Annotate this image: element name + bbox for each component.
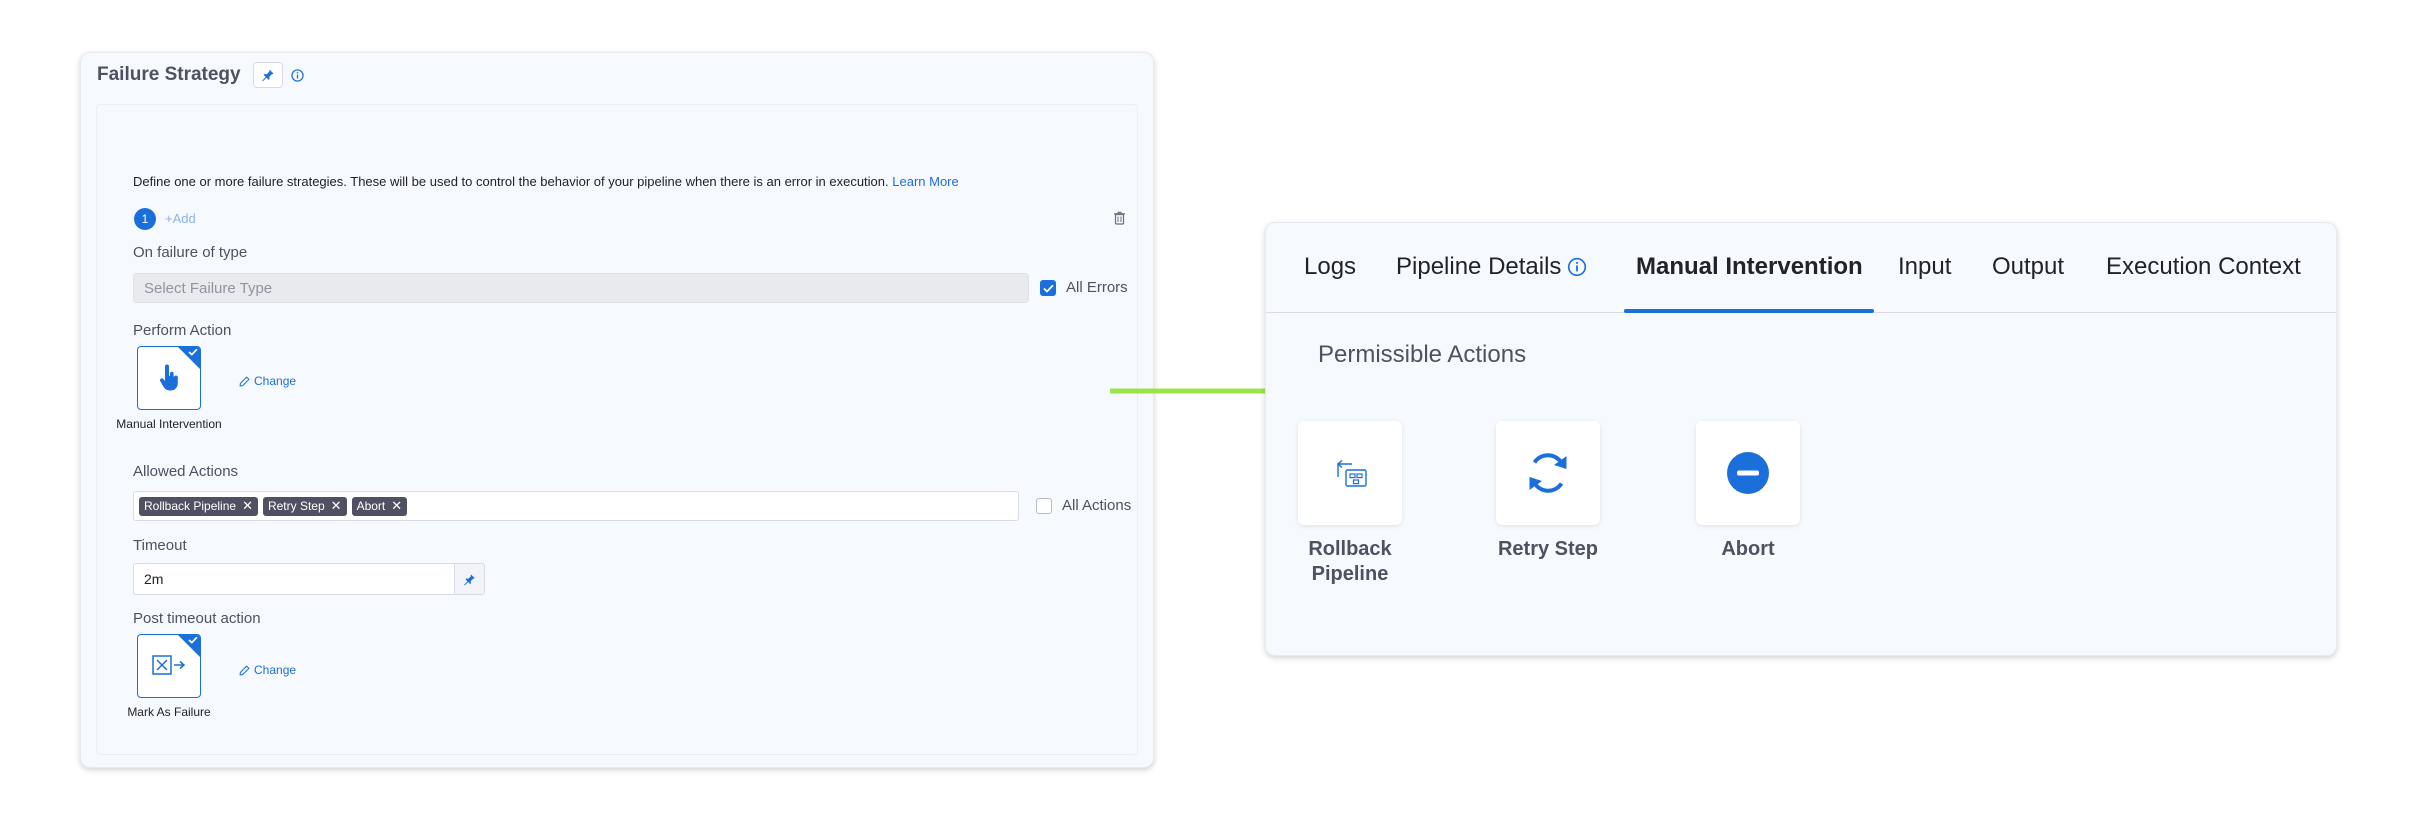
failure-strategy-title: Failure Strategy [97,64,241,85]
mark-as-failure-tile[interactable] [137,634,201,698]
tab-output[interactable]: Output [1992,253,2065,280]
remove-tag-icon[interactable]: ✕ [242,498,253,513]
check-icon [188,636,198,644]
info-icon[interactable] [1567,257,1587,277]
change-label: Change [254,663,297,677]
timeout-pin-button[interactable] [455,563,485,595]
add-strategy-link[interactable]: +Add [165,211,196,226]
timeout-label: Timeout [133,537,187,554]
failure-strategy-description: Define one or more failure strategies. T… [133,174,959,189]
failure-type-select[interactable]: Select Failure Type [133,273,1029,303]
permissible-actions-title: Permissible Actions [1318,341,1527,368]
post-timeout-caption: Mark As Failure [127,705,211,719]
on-failure-label: On failure of type [133,244,248,261]
action-tag[interactable]: Retry Step✕ [262,496,347,516]
remove-tag-icon[interactable]: ✕ [391,498,403,513]
timeout-value: 2m [144,571,164,587]
failure-strategy-panel: Failure Strategy Define one or more fail… [80,52,1154,768]
mark-failure-icon [152,655,186,675]
rollback-icon [1336,459,1367,487]
change-action-link[interactable]: Change [239,374,296,388]
description-text: Define one or more failure strategies. T… [133,174,889,189]
failure-type-placeholder: Select Failure Type [144,279,273,297]
abort-label: Abort [1721,538,1775,560]
strategy-step-badge[interactable]: 1 [134,208,156,230]
trash-icon[interactable] [1113,211,1126,230]
tab-execution-context[interactable]: Execution Context [2106,253,2301,280]
post-timeout-label: Post timeout action [133,610,261,627]
retry-step-action[interactable] [1496,421,1600,525]
remove-tag-icon[interactable]: ✕ [330,498,342,513]
learn-more-link[interactable]: Learn More [892,174,959,189]
tab-input[interactable]: Input [1898,253,1952,280]
perform-action-label: Perform Action [133,322,232,339]
all-errors-label: All Errors [1066,279,1128,296]
failure-strategy-card: Define one or more failure strategies. T… [96,104,1138,755]
allowed-actions-input[interactable]: Rollback Pipeline✕ Retry Step✕ Abort✕ [133,491,1019,521]
tab-manual-intervention[interactable]: Manual Intervention [1636,253,1863,280]
timeout-input[interactable]: 2m [133,563,455,595]
active-tab-indicator [1624,309,1874,313]
execution-details-panel: Logs Pipeline Details Manual Interventio… [1265,222,2337,656]
change-post-timeout-link[interactable]: Change [239,663,296,677]
abort-action[interactable] [1696,421,1800,525]
hand-pointer-icon [160,364,178,391]
all-actions-label: All Actions [1062,497,1132,514]
retry-icon [1529,453,1567,493]
all-errors-checkbox[interactable] [1040,280,1056,296]
allowed-actions-label: Allowed Actions [133,463,239,480]
action-tag[interactable]: Abort✕ [351,496,408,516]
abort-icon [1727,452,1769,494]
action-tag[interactable]: Rollback Pipeline✕ [139,496,258,516]
pencil-icon [239,375,250,386]
check-icon [188,348,198,356]
execution-tabs: Logs Pipeline Details Manual Interventio… [1266,223,2336,313]
tab-logs[interactable]: Logs [1304,253,1357,280]
all-actions-checkbox[interactable] [1036,498,1052,514]
info-icon[interactable] [290,68,304,82]
rollback-pipeline-action[interactable] [1298,421,1402,525]
tab-pipeline-details[interactable]: Pipeline Details [1396,253,1587,281]
retry-step-label: Retry Step [1497,538,1599,560]
pin-icon [464,573,475,585]
change-label: Change [254,374,297,388]
manual-intervention-tile[interactable] [137,346,201,410]
check-icon [1042,284,1054,293]
perform-action-caption: Manual Intervention [116,417,222,431]
rollback-pipeline-label: Rollback Pipeline [1308,538,1392,585]
pencil-icon [239,664,250,675]
pin-button[interactable] [252,62,283,88]
pin-icon [261,69,274,82]
failure-strategy-header: Failure Strategy [97,61,304,89]
